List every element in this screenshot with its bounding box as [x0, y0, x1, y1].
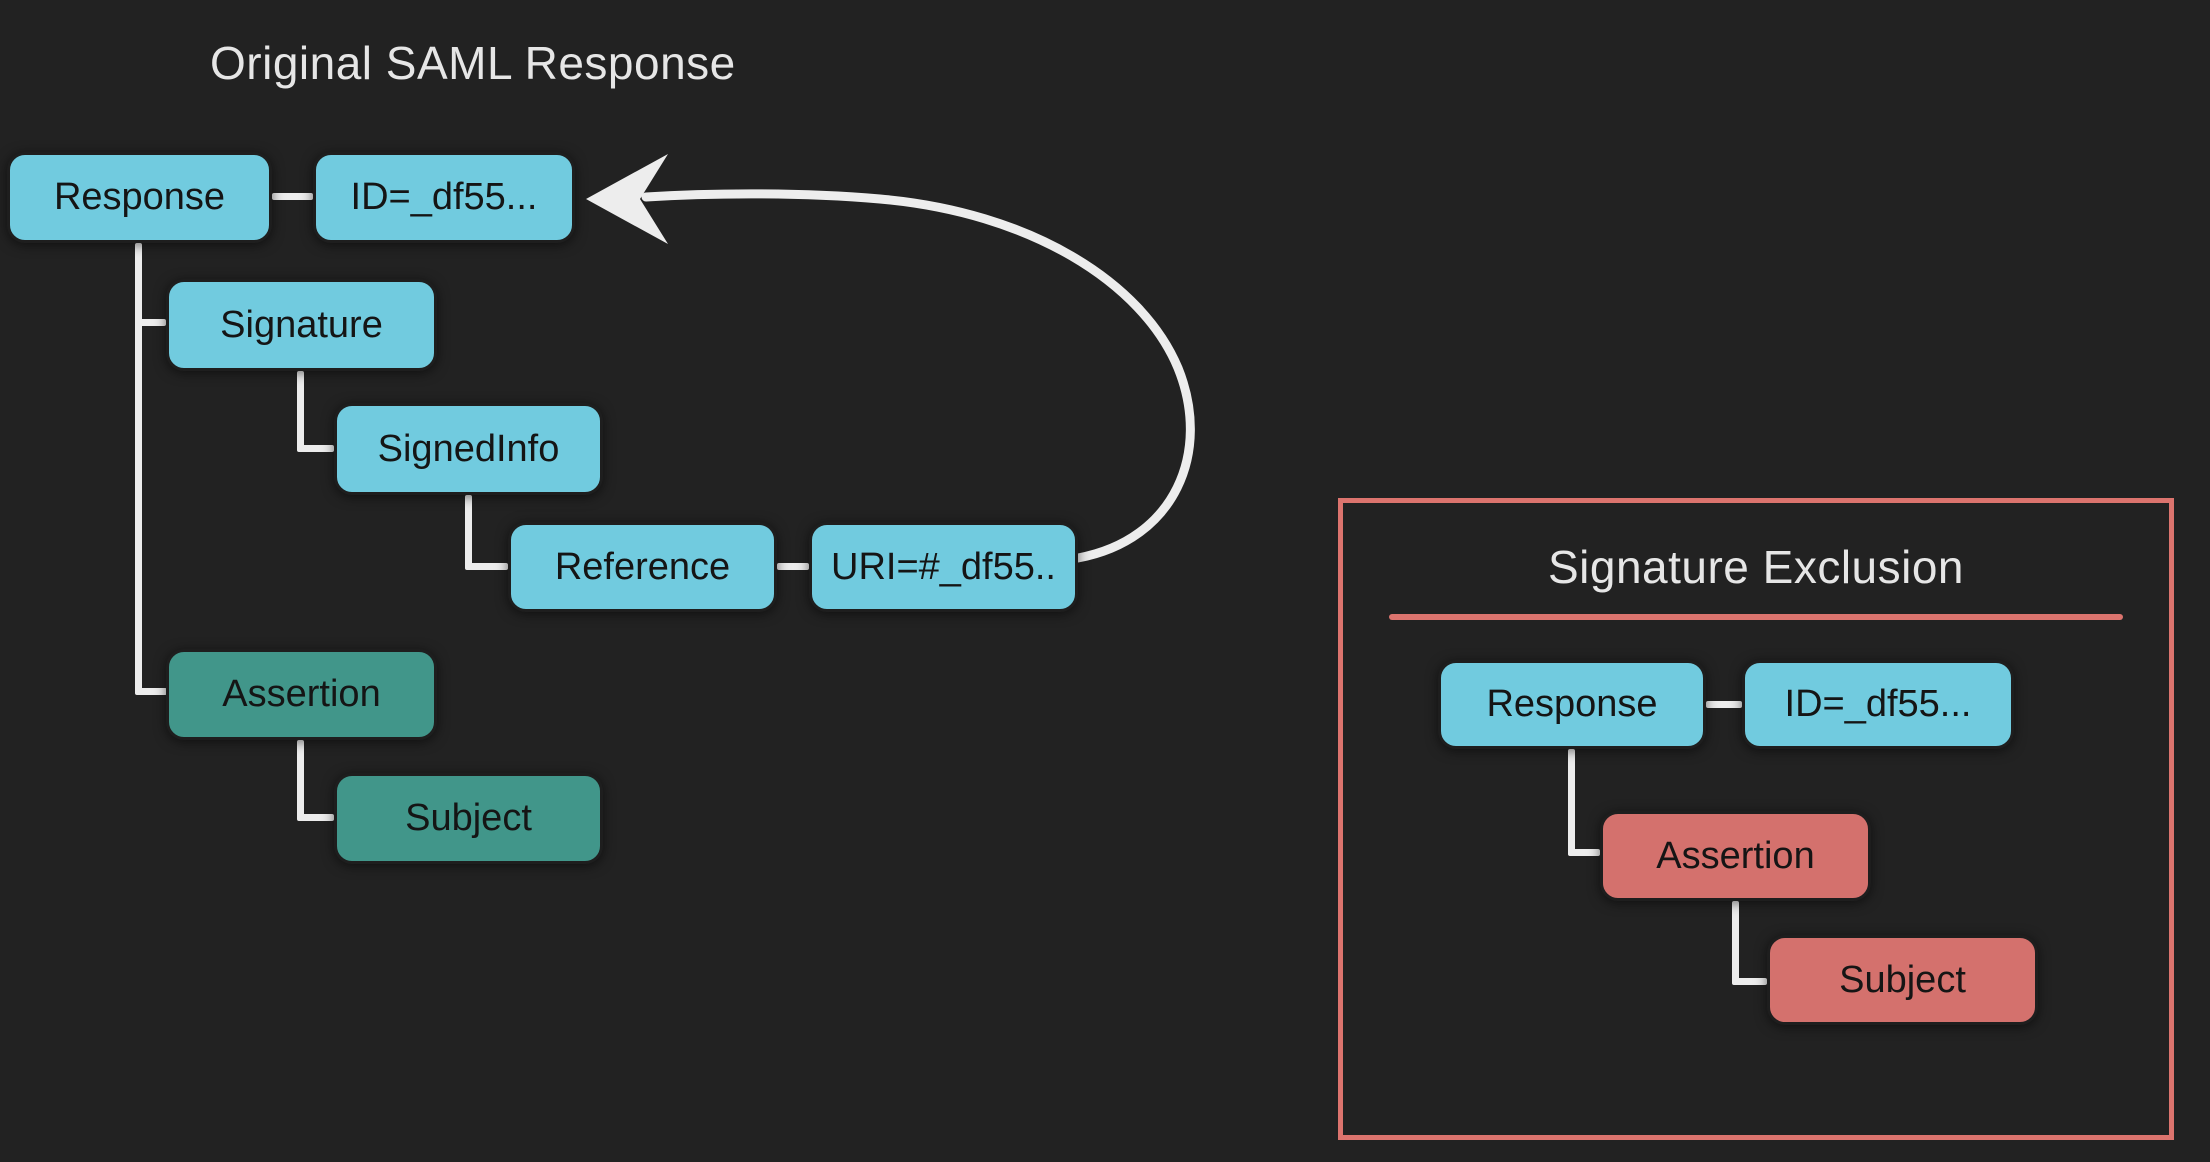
connector-r-response-id	[1706, 701, 1742, 708]
connector-signature-drop	[297, 371, 304, 452]
node-id-attribute: ID=_df55...	[313, 152, 575, 243]
connector-signedinfo-drop	[465, 495, 472, 570]
signature-exclusion-panel	[1338, 498, 2174, 1140]
node-signature: Signature	[166, 279, 437, 371]
node-assertion: Assertion	[166, 649, 437, 740]
connector-r-response-drop	[1568, 749, 1575, 856]
connector-r-assertion-subject	[1736, 978, 1767, 985]
connector-signedinfo-reference	[469, 563, 508, 570]
node-reference: Reference	[508, 522, 777, 612]
node-uri-attribute: URI=#_df55..	[809, 522, 1078, 612]
left-diagram-title: Original SAML Response	[210, 37, 736, 89]
connector-response-id	[272, 193, 313, 200]
node-signedinfo: SignedInfo	[334, 403, 603, 495]
connector-response-assertion	[139, 688, 167, 695]
node-r-id-attribute: ID=_df55...	[1742, 660, 2014, 749]
connector-signature-signedinfo	[301, 445, 334, 452]
node-r-subject: Subject	[1767, 935, 2038, 1025]
connector-r-response-assertion	[1572, 849, 1600, 856]
node-r-assertion: Assertion	[1600, 811, 1871, 901]
arrowhead-icon	[586, 154, 668, 244]
node-subject: Subject	[334, 773, 603, 864]
connector-reference-uri	[777, 563, 809, 570]
node-r-response: Response	[1438, 660, 1706, 749]
connector-response-trunk	[135, 243, 142, 695]
connector-assertion-drop	[297, 740, 304, 821]
node-response: Response	[7, 152, 272, 243]
connector-r-assertion-drop	[1732, 901, 1739, 985]
panel-title-underline	[1389, 614, 2123, 620]
connector-assertion-subject	[301, 814, 334, 821]
connector-response-signature	[139, 319, 166, 326]
right-panel-title: Signature Exclusion	[1547, 541, 1965, 593]
